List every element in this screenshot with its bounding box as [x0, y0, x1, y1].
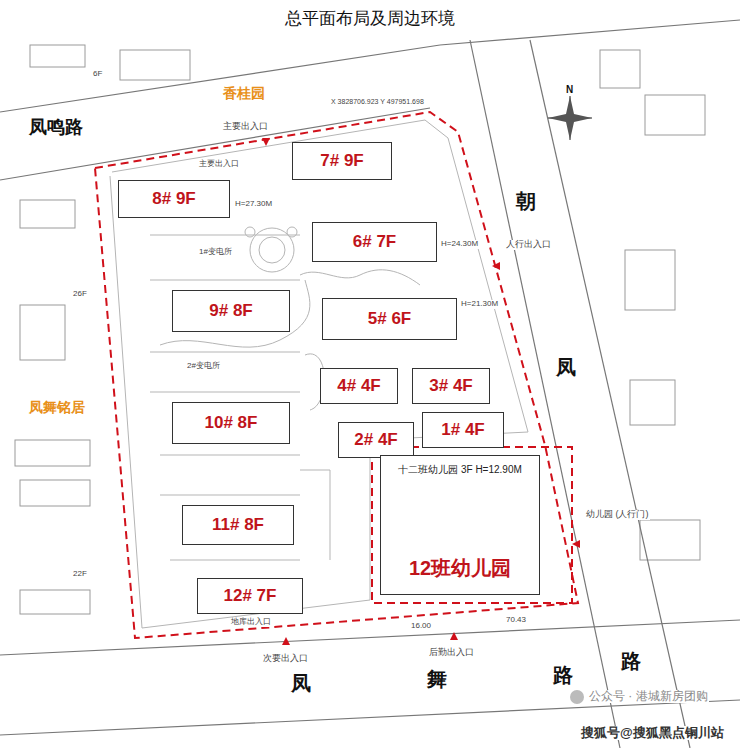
garden-path	[300, 270, 420, 285]
neighbor-name: 凤舞铭居	[28, 400, 86, 415]
height-label: H=24.30M	[440, 240, 479, 249]
building-label: 12# 7F	[224, 586, 277, 606]
dimension-label: 16.00	[410, 622, 432, 631]
height-label: H=21.30M	[460, 300, 499, 309]
entrance-arrow	[572, 540, 580, 548]
kindergarten-boundary	[372, 447, 572, 603]
road-edge	[440, 20, 740, 45]
compass-star	[548, 96, 592, 140]
residential-building: 10# 8F	[172, 402, 290, 444]
building-label: 8# 9F	[152, 189, 195, 209]
building-label: 1# 4F	[441, 420, 484, 440]
height-label: H=27.30M	[234, 200, 273, 209]
floor-label: 22F	[72, 570, 88, 579]
building-label: 7# 9F	[320, 151, 363, 171]
building-label: 12班幼儿园	[409, 557, 511, 580]
entrance-arrow	[450, 632, 458, 640]
neighbor-building	[20, 200, 75, 228]
entrance-arrow	[262, 138, 270, 146]
internal-path	[150, 235, 300, 560]
building-label: 3# 4F	[429, 376, 472, 396]
kindergarten-building: 十二班幼儿园 3F H=12.90M 12班幼儿园	[380, 455, 540, 595]
dimension-label: 70.43	[505, 616, 527, 625]
floor-label: 6F	[92, 70, 103, 79]
garden-circle	[287, 227, 297, 237]
north-label: N	[565, 84, 574, 95]
residential-building: 12# 7F	[197, 578, 303, 614]
road-edge	[470, 40, 620, 748]
residential-building: 3# 4F	[412, 368, 490, 404]
wechat-icon	[570, 690, 584, 704]
residential-building: 2# 4F	[338, 422, 414, 458]
road-name: 凤	[555, 356, 577, 378]
building-label: 9# 8F	[209, 301, 252, 321]
residential-building: 9# 8F	[172, 290, 290, 332]
watermark: 搜狐号@搜狐黑点铜川站	[580, 726, 725, 740]
road-name: 凤鸣路	[28, 118, 84, 138]
entrance-label: 地库出入口	[230, 618, 272, 627]
neighbor-building	[120, 50, 190, 80]
entrance-label: 幼儿园 (人行门)	[585, 510, 650, 520]
building-label: 5# 6F	[368, 309, 411, 329]
entrance-arrows	[262, 138, 580, 645]
watermark: 公众号 · 港城新房团购	[588, 690, 709, 703]
entrance-label: 主要出入口	[198, 160, 240, 169]
building-note: 十二班幼儿园 3F H=12.90M	[398, 464, 522, 476]
north-arrow	[548, 96, 592, 140]
road-name: 朝	[515, 190, 537, 212]
neighbor-building	[30, 45, 85, 67]
road-name: 舞	[426, 668, 448, 690]
neighbor-building	[645, 95, 705, 135]
neighbor-building	[640, 520, 700, 560]
neighbor-building	[20, 305, 65, 360]
garden-circle	[259, 237, 285, 263]
site-boundary	[95, 112, 578, 638]
entrance-label: 人行出入口	[505, 240, 552, 250]
neighbor-building	[625, 250, 675, 310]
garden-path	[160, 280, 310, 347]
road-name: 凤	[290, 672, 312, 694]
entrance-arrow	[282, 637, 290, 645]
entrance-label: 次要出入口	[262, 654, 309, 664]
road-edge	[0, 45, 440, 112]
building-label: 11# 8F	[212, 515, 264, 535]
plan-title: 总平面布局及周边环境	[284, 10, 456, 29]
road-edge	[530, 40, 690, 748]
garden-circle	[245, 227, 255, 237]
residential-building: 4# 4F	[320, 368, 398, 404]
building-label: 6# 7F	[353, 232, 396, 252]
neighbor-building	[20, 480, 90, 506]
neighbor-building	[20, 590, 90, 614]
neighbor-building	[600, 50, 640, 88]
entrance-arrow	[492, 262, 500, 270]
building-label: 2# 4F	[354, 430, 397, 450]
road-name: 路	[552, 664, 574, 686]
roads	[0, 20, 740, 748]
road-edge	[0, 108, 430, 180]
entrance-label: 后勤出入口	[428, 648, 475, 658]
red-line-boundary	[95, 112, 578, 638]
neighbor-building	[15, 440, 90, 466]
building-label: 4# 4F	[337, 376, 380, 396]
road-name: 路	[620, 650, 642, 672]
residential-building: 11# 8F	[182, 505, 294, 545]
residential-building: 1# 4F	[422, 412, 504, 448]
facility-label: 2#变电所	[186, 362, 221, 371]
coordinate-label: X 3828706.923 Y 497951.698	[330, 98, 425, 106]
residential-building: 7# 9F	[292, 142, 392, 180]
residential-building: 8# 9F	[118, 180, 230, 218]
facility-label: 1#变电所	[198, 248, 233, 257]
neighbor-name: 香桂园	[222, 86, 266, 101]
building-label: 10# 8F	[205, 413, 258, 433]
residential-building: 6# 7F	[312, 222, 437, 262]
neighbor-building	[630, 380, 675, 425]
residential-building: 5# 6F	[322, 298, 457, 340]
floor-label: 26F	[72, 290, 88, 299]
entrance-label: 主要出入口	[222, 122, 269, 132]
